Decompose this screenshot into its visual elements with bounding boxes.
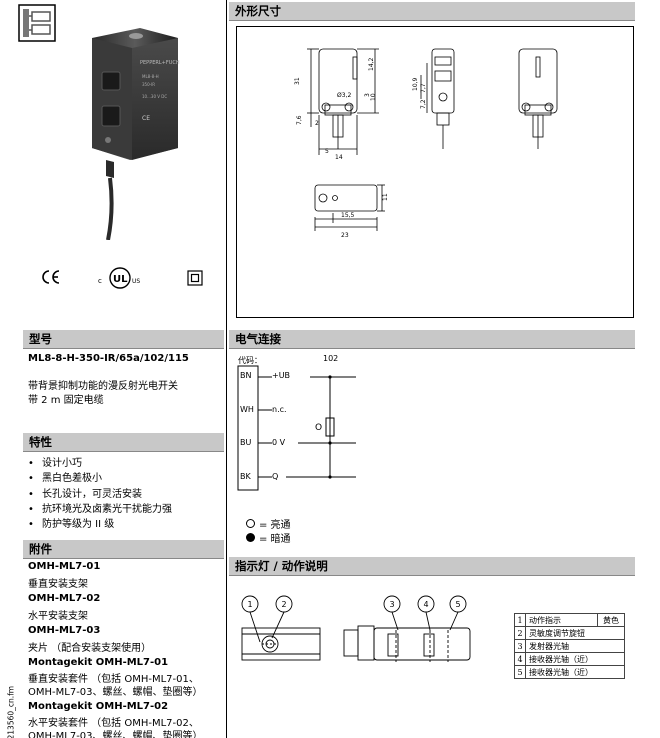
- svg-text:10...30 V DC: 10...30 V DC: [142, 94, 167, 99]
- accessory-desc: 夹片 （配合安装支架使用）: [28, 643, 152, 654]
- pin-wire: WH: [240, 405, 254, 414]
- table-row: 4 接收器光轴（近）: [514, 652, 625, 666]
- svg-text:PEPPERL+FUCHS: PEPPERL+FUCHS: [140, 60, 180, 66]
- svg-text:UL: UL: [113, 274, 128, 285]
- indicator-drawing: 1 2 3 4 5: [236, 590, 506, 670]
- dim-label: 7,6: [296, 115, 303, 125]
- feature-item: 设计小巧: [28, 456, 172, 471]
- accessory-desc: 水平安装支架: [28, 611, 88, 622]
- model-number: ML8-8-H-350-IR/65a/102/115: [28, 353, 189, 364]
- dim-label: 31: [294, 77, 301, 85]
- feature-item: 防护等级为 II 级: [28, 517, 172, 532]
- accessory-desc-cont: OMH-ML7-03、螺丝、螺帽、垫圈等）: [28, 731, 203, 738]
- protection-class-ii-icon: [187, 270, 203, 286]
- accessory-name: OMH-ML7-03: [28, 625, 101, 636]
- dimensions-drawing-frame: 31 14,2 7,6 10,9 7,7 7,2 3 10 2 14 5 Ø3,…: [236, 26, 634, 318]
- svg-text:CE: CE: [142, 115, 150, 122]
- pin-signal: +UB: [272, 371, 291, 380]
- table-cell-description: 接收器光轴（近）: [525, 665, 625, 679]
- accessory-name: OMH-ML7-02: [28, 593, 101, 604]
- dim-label: 2: [315, 120, 319, 127]
- svg-text:350-IR: 350-IR: [142, 82, 155, 87]
- section-header-dimensions: 外形尺寸: [229, 2, 635, 21]
- legend-dark-on: = 暗通: [259, 534, 291, 545]
- dim-label: 3: [364, 93, 371, 97]
- accessory-name: OMH-ML7-01: [28, 561, 101, 572]
- section-header-indicators: 指示灯 / 动作说明: [229, 557, 635, 576]
- dim-label: 15,5: [341, 212, 355, 219]
- table-cell-number: 5: [514, 665, 526, 679]
- table-cell-color: 黄色: [597, 613, 625, 627]
- dim-label: 10: [370, 93, 377, 101]
- dim-label: 7,2: [420, 99, 427, 109]
- pin-signal: Q: [272, 472, 279, 481]
- column-divider: [226, 0, 227, 738]
- accessory-name: Montagekit OMH-ML7-02: [28, 701, 169, 712]
- callout-number: 2: [281, 600, 286, 609]
- table-cell-number: 1: [514, 613, 526, 627]
- product-description-line2: 带 2 m 固定电缆: [28, 395, 104, 406]
- dim-label: 14: [335, 154, 343, 161]
- dim-label: 7,7: [420, 83, 427, 93]
- accessory-desc: 垂直安装支架: [28, 579, 88, 590]
- pin-wire: BN: [240, 371, 252, 380]
- section-header-features: 特性: [23, 433, 224, 452]
- pin-signal: n.c.: [272, 405, 287, 414]
- document-code: 213560_cn.fm: [6, 685, 16, 738]
- table-cell-number: 3: [514, 639, 526, 653]
- dim-label: 14,2: [368, 57, 375, 71]
- dim-label: 11: [382, 193, 389, 201]
- indicator-function-table: 1 动作指示 黄色 2 灵敏度调节旋钮 3 发射器光轴 4 接收器光轴（近） 5…: [514, 613, 625, 679]
- feature-item: 抗环境光及卤素光干扰能力强: [28, 502, 172, 517]
- cul-us-mark-icon: c UL US: [98, 264, 148, 292]
- pin-wire: BK: [240, 472, 251, 481]
- feature-list: 设计小巧 黑白色差极小 长孔设计，可灵活安装 抗环境光及卤素光干扰能力强 防护等…: [28, 456, 172, 532]
- table-cell-number: 4: [514, 652, 526, 666]
- section-header-accessories: 附件: [23, 540, 224, 559]
- svg-text:c: c: [98, 277, 102, 285]
- section-header-electrical: 电气连接: [229, 330, 635, 349]
- callout-number: 5: [455, 600, 460, 609]
- svg-text:US: US: [132, 278, 140, 285]
- legend-light-on: = 亮通: [259, 520, 291, 531]
- table-row: 1 动作指示 黄色: [514, 613, 625, 627]
- table-cell-number: 2: [514, 626, 526, 640]
- table-row: 2 灵敏度调节旋钮: [514, 626, 625, 640]
- dim-label: 5: [325, 148, 329, 155]
- dim-label: 10,9: [412, 77, 419, 91]
- dim-label: Ø3,2: [337, 92, 351, 99]
- table-row: 5 接收器光轴（近）: [514, 665, 625, 679]
- callout-number: 3: [389, 600, 394, 609]
- table-cell-description: 灵敏度调节旋钮: [525, 626, 625, 640]
- pin-signal: 0 V: [272, 438, 286, 447]
- ce-mark-icon: [40, 268, 62, 286]
- table-cell-description: 接收器光轴（近）: [525, 652, 625, 666]
- accessory-name: Montagekit OMH-ML7-01: [28, 657, 169, 668]
- light-on-icon: [246, 519, 255, 528]
- dimension-drawing: 31 14,2 7,6 10,9 7,7 7,2 3 10 2 14 5 Ø3,…: [294, 48, 558, 239]
- accessory-desc-cont: OMH-ML7-03、螺丝、螺帽、垫圈等）: [28, 687, 203, 698]
- switch-symbol: O: [315, 423, 323, 433]
- section-header-model: 型号: [23, 330, 224, 349]
- callout-number: 4: [423, 600, 428, 609]
- product-photo: PEPPERL+FUCHS ML8-8-H 350-IR 10...30 V D…: [80, 20, 183, 241]
- accessory-desc: 水平安装套件 （包括 OMH-ML7-02、: [28, 718, 199, 729]
- accessory-desc: 垂直安装套件 （包括 OMH-ML7-01、: [28, 674, 199, 685]
- callout-number: 1: [247, 600, 252, 609]
- connection-code-value: 102: [323, 354, 339, 363]
- table-cell-description: 动作指示: [525, 613, 598, 627]
- product-description-line1: 带背景抑制功能的漫反射光电开关: [28, 381, 178, 392]
- table-cell-description: 发射器光轴: [525, 639, 625, 653]
- wiring-diagram: [236, 364, 366, 494]
- dark-on-icon: [246, 533, 255, 542]
- feature-item: 黑白色差极小: [28, 471, 172, 486]
- pin-wire: BU: [240, 438, 252, 447]
- product-type-icon: [18, 4, 56, 42]
- connection-code-label: 代码：: [238, 356, 262, 365]
- svg-text:ML8-8-H: ML8-8-H: [142, 74, 159, 79]
- feature-item: 长孔设计，可灵活安装: [28, 487, 172, 502]
- dim-label: 23: [341, 232, 349, 239]
- table-row: 3 发射器光轴: [514, 639, 625, 653]
